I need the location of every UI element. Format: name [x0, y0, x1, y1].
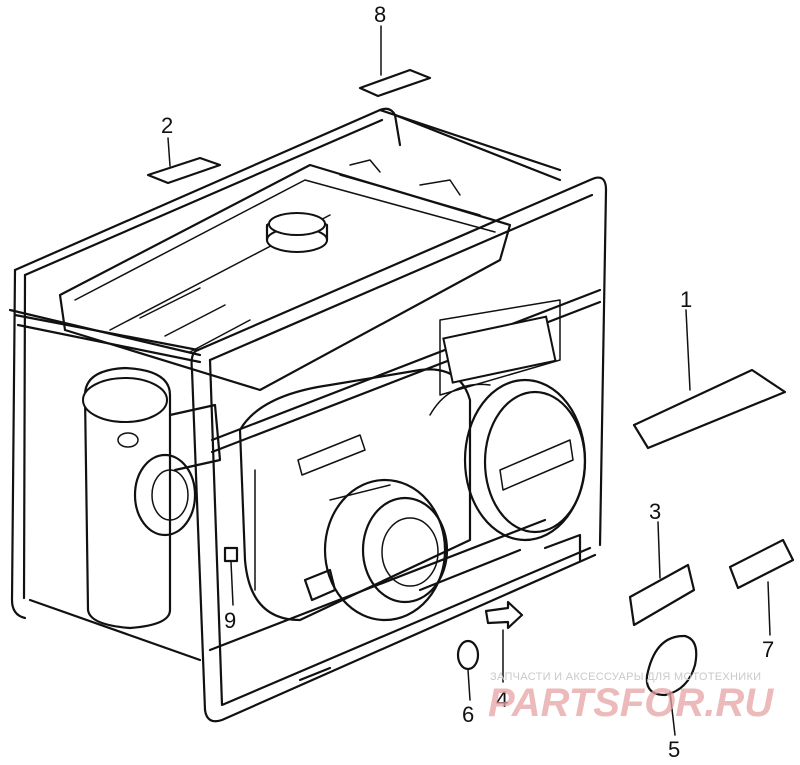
decal-9-shape [223, 546, 239, 563]
air-cleaner [82, 366, 222, 630]
callout-9: 9 [224, 608, 236, 633]
frame-back [10, 107, 562, 620]
callout-8: 8 [374, 2, 386, 27]
decals [146, 68, 795, 697]
callout-1: 1 [680, 287, 692, 312]
frame-front [8, 176, 608, 723]
callout-5: 5 [668, 737, 680, 762]
recoil-starter [303, 478, 449, 622]
mounts [298, 533, 582, 682]
watermark-logo: PARTSFOR.RU [488, 681, 774, 725]
leader-lines [167, 25, 771, 736]
fuel-cap [265, 212, 329, 253]
fuel-tank [58, 159, 512, 392]
generator-assembly [8, 107, 608, 723]
engine-block [238, 299, 561, 622]
decal-3-shape [628, 563, 696, 627]
callout-7: 7 [762, 637, 774, 662]
watermark-tagline: ЗАПЧАСТИ И АКСЕССУАРЫ ДЛЯ МОТОТЕХНИКИ [490, 671, 761, 683]
watermark: ЗАПЧАСТИ И АКСЕССУАРЫ ДЛЯ МОТОТЕХНИКИ PA… [488, 671, 774, 725]
callout-6: 6 [462, 702, 474, 727]
callout-4: 4 [496, 687, 508, 712]
decal-1-shape [632, 368, 787, 450]
decal-8-shape [358, 68, 432, 98]
decal-7-shape [728, 538, 795, 590]
callout-numbers: 1 2 3 4 5 6 7 8 9 [161, 2, 774, 762]
callout-2: 2 [161, 113, 173, 138]
alternator [429, 378, 587, 542]
decal-5-shape [645, 634, 698, 697]
decal-6-shape [456, 639, 480, 671]
decal-2-shape [146, 156, 222, 185]
callout-3: 3 [649, 499, 661, 524]
decal-4-arrow-shape [484, 600, 524, 630]
